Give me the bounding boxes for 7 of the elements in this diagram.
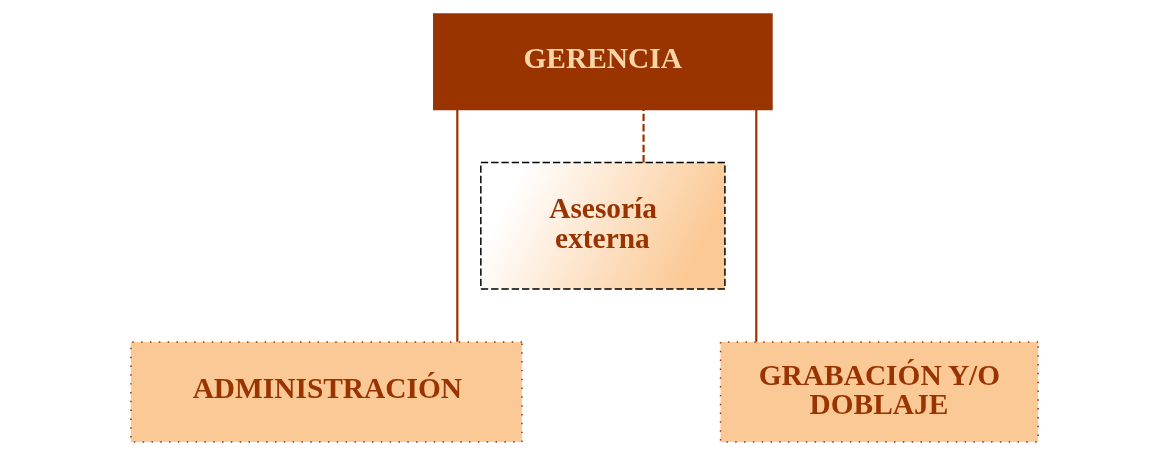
connector xyxy=(754,109,757,342)
node-box: Asesoría externa xyxy=(479,161,726,290)
connector xyxy=(641,109,645,163)
connector xyxy=(455,109,458,342)
node-box: GERENCIA xyxy=(432,13,773,111)
node-box: ADMINISTRACIÓN xyxy=(129,341,523,443)
node-box: GRABACIÓN Y/O DOBLAJE xyxy=(719,341,1039,443)
